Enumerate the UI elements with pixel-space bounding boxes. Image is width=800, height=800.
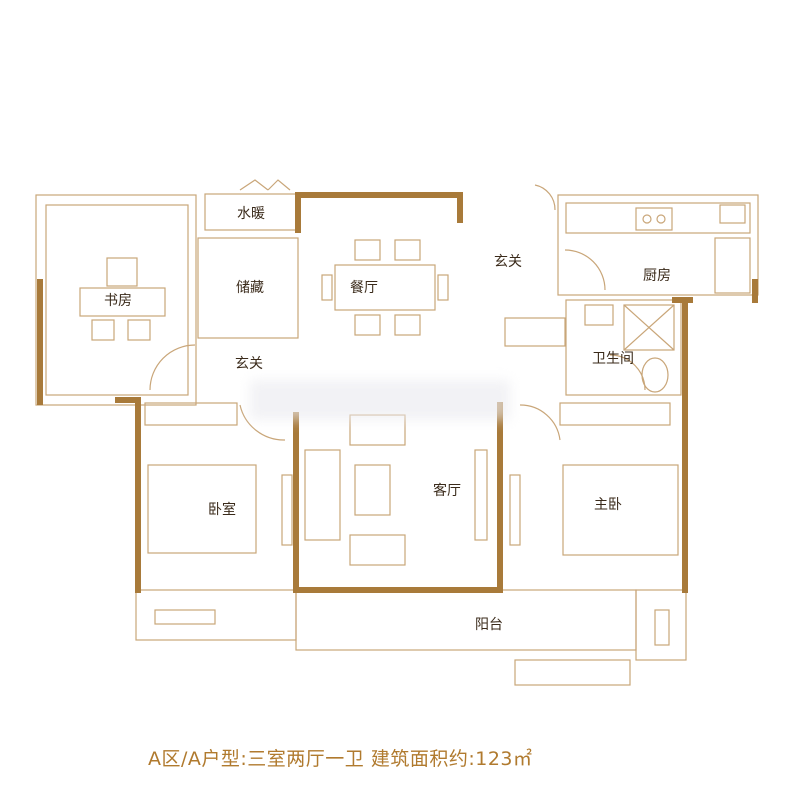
room-label-dining: 餐厅 [350, 280, 378, 296]
room-label-storage: 储藏 [236, 280, 264, 296]
balcony [295, 589, 637, 651]
bed-left [147, 464, 257, 554]
room-label-kitchen: 厨房 [643, 268, 671, 284]
room-label-bedroom: 卧室 [208, 501, 236, 518]
bathroom-outline [565, 299, 682, 396]
room-label-foyer-left: 玄关 [235, 355, 263, 372]
tv-cabinet [474, 449, 488, 541]
sofa [304, 449, 341, 541]
study-desk [79, 287, 166, 317]
room-label-bathroom: 卫生间 [592, 351, 634, 367]
kitchen-outline [557, 194, 759, 296]
unit-caption: A区/A户型:三室两厅一卫 建筑面积约:123㎡ [148, 748, 533, 770]
blurred-watermark [250, 380, 510, 420]
room-label-water-heating: 水暖 [237, 206, 265, 222]
room-label-foyer-right: 玄关 [494, 253, 522, 270]
study-outline [35, 194, 197, 406]
wardrobe-right [559, 402, 671, 426]
room-label-balcony: 阳台 [475, 617, 503, 633]
room-label-master-bedroom: 主卧 [594, 497, 622, 513]
wardrobe-left [144, 402, 238, 426]
coffee-table [354, 464, 391, 516]
storage-outline [197, 237, 299, 339]
bed-right [562, 464, 679, 556]
room-label-study: 书房 [104, 293, 132, 309]
balcony-left [135, 589, 297, 641]
room-label-living: 客厅 [433, 482, 461, 499]
toilet [641, 357, 669, 393]
dining-table [334, 264, 436, 311]
